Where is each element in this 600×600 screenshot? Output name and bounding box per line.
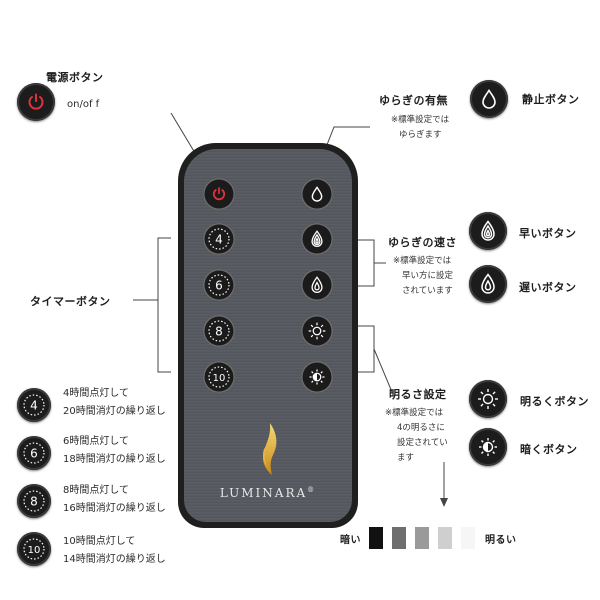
timer-title: タイマーボタン [30,295,111,308]
remote-slow-button[interactable] [301,269,333,301]
flicker-speed-note2: 早い方に設定 [402,271,454,281]
scale-swatch-1 [369,527,383,549]
dark-button-sample [469,428,507,466]
timer-8-line1: 8時間点灯して [63,485,130,496]
drop-icon [482,89,496,109]
timer-10-line1: 10時間点灯して [63,536,136,547]
still-button-label: 静止ボタン [522,93,580,106]
brightness-note3: 設定されてい [397,438,448,448]
slow-button-label: 遅いボタン [519,281,577,294]
power-icon [28,93,44,110]
fast-button-label: 早いボタン [519,227,577,240]
bright-button-label: 明るくボタン [520,395,589,408]
power-title: 電源ボタン [46,71,104,84]
double-flame-icon [481,273,495,294]
timer-4-line1: 4時間点灯して [63,388,130,399]
dark-button-label: 暗くボタン [520,443,578,456]
power-sub: on/of f [67,99,100,110]
timer-ring-icon: 8 [23,490,45,512]
svg-text:10: 10 [28,545,41,556]
scale-swatch-3 [415,527,429,549]
power-button-sample [17,83,55,121]
timer-6-sample: 6 [17,436,51,470]
remote-timer-8-button[interactable]: 8 [203,315,235,347]
scale-swatch-4 [438,527,452,549]
svg-text:4: 4 [30,399,38,413]
timer-10-number: 10 [213,373,226,384]
triple-flame-icon [311,230,323,247]
timer-ring-icon: 10 [23,538,45,560]
timer-ring-icon: 6 [208,274,230,296]
flicker-speed-note1: ※標準設定では [393,256,452,266]
timer-ring-icon: 4 [23,394,45,416]
remote-timer-10-button[interactable]: 10 [203,361,235,393]
scale-swatch-2 [392,527,406,549]
scale-arrow-head [440,498,448,507]
remote-timer-4-button[interactable]: 4 [203,223,235,255]
timer-8-number: 8 [215,325,223,339]
slow-button-sample [469,265,507,303]
flicker-speed-title: ゆらぎの速さ [388,236,457,249]
sun-icon [308,322,326,340]
flame-logo-icon [262,423,277,475]
remote-power-button[interactable] [203,178,235,210]
brand-name: LUMINARA [219,486,308,500]
timer-6-number: 6 [215,279,223,293]
timer-10-line2: 14時間消灯の繰り返し [63,554,166,565]
svg-text:8: 8 [30,495,38,509]
timer-4-line2: 20時間消灯の繰り返し [63,406,166,417]
timer-10-sample: 10 [17,532,51,566]
brightness-note1: ※標準設定では [385,408,444,418]
remote-still-button[interactable] [301,178,333,210]
scale-swatch-5 [461,527,475,549]
remote-bright-button[interactable] [301,315,333,347]
remote-face: 4 6 8 10 LUMINARA® [184,149,352,522]
double-flame-icon [311,276,323,293]
timer-ring-icon: 8 [208,320,230,342]
remote-control: 4 6 8 10 LUMINARA® [178,143,358,528]
fast-button-sample [469,212,507,250]
still-button-sample [470,80,508,118]
flicker-toggle-note2: ゆらぎます [399,130,442,140]
remote-fast-button[interactable] [301,223,333,255]
timer-4-sample: 4 [17,388,51,422]
triple-flame-icon [481,220,495,241]
brightness-title: 明るさ設定 [389,388,447,401]
remote-dark-button[interactable] [301,361,333,393]
half-sun-icon [479,438,497,456]
brightness-leader [373,348,393,393]
timer-ring-icon: 10 [208,366,230,388]
timer-bracket [157,237,171,373]
brand-logo: LUMINARA® [184,486,352,500]
power-icon [212,187,226,201]
brand-reg-mark: ® [307,486,317,494]
remote-timer-6-button[interactable]: 6 [203,269,235,301]
flicker-speed-note3: されています [402,286,453,296]
timer-8-sample: 8 [17,484,51,518]
bright-button-sample [469,380,507,418]
brightness-note4: ます [397,453,415,463]
half-sun-icon [309,369,325,385]
timer-6-line1: 6時間点灯して [63,436,130,447]
svg-text:6: 6 [30,447,38,461]
scale-bright-label: 明るい [485,535,517,546]
timer-8-line2: 16時間消灯の繰り返し [63,503,166,514]
brightness-note2: 4の明るさに [397,423,445,433]
timer-ring-icon: 6 [23,442,45,464]
timer-ring-icon: 4 [208,228,230,250]
flicker-toggle-title: ゆらぎの有無 [379,94,448,107]
sun-icon [478,389,498,409]
scale-dark-label: 暗い [340,535,361,546]
timer-6-line2: 18時間消灯の繰り返し [63,454,166,465]
flicker-toggle-note1: ※標準設定では [391,115,450,125]
drop-icon [311,186,323,202]
timer-4-number: 4 [215,233,223,247]
